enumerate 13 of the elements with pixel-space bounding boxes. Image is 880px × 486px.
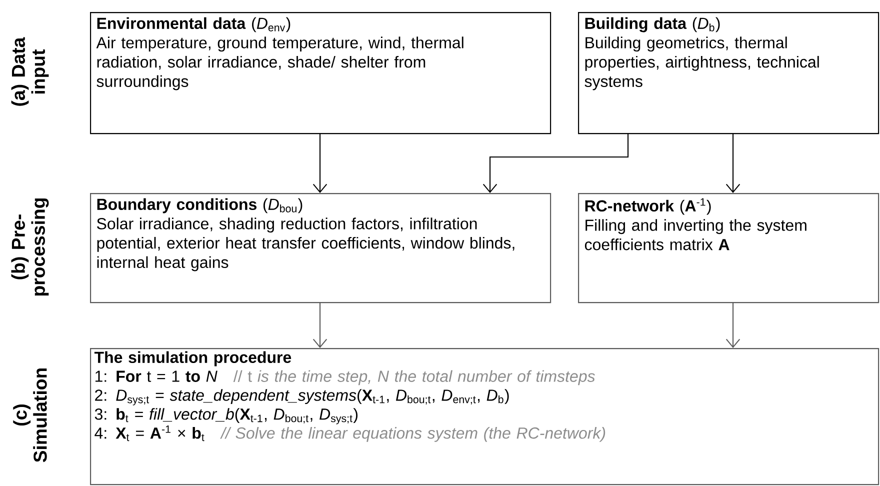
arrow [482, 133, 629, 193]
data-box: Environmental data (D$_{env}$) Air temperature, ground temperature, wind, thermal radiation, solar irradiance, shade/ shelter from surroundings [90, 12, 552, 134]
arrow [312, 302, 328, 348]
process-box: RC-network (A$^{-1}$) Filling and inverting the system coefficients matrix A [578, 193, 880, 304]
procedure-box: The simulation procedure 1: For t = 1 to N // t is the time step, N the total number of timsteps 2: D$_{sys;t}$ = state_dependent_systems(X$_{t-1}$, D$_{bou;t}$, D$_{env;t}$, D$_{b}$) 3: b$_{t}$ = fill_vector_b(X$_{t-1}$, D$_{bou;t}$, D$_{sys;t}$) 4: X$_{t}$ = A$^{-1}$ × b$_{t}$ // Solve the linear equations system (the RC-network) [90, 348, 880, 486]
arrow [312, 133, 328, 193]
arrow [726, 133, 740, 193]
section-label: (c) Simulation [13, 368, 47, 462]
process-box: Boundary conditions (D$_{bou}$) Solar irradiance, shading reduction factors, infiltration potential, exterior heat transfer coefficients, window blinds, internal heat gains [90, 193, 552, 304]
arrow [726, 302, 740, 348]
data-box: Building data (D$_{b}$) Building geometrics, thermal properties, airtightness, technical systems [578, 12, 880, 134]
section-label: (b) Pre-processing [11, 198, 49, 296]
section-label: (a) Data input [11, 37, 49, 106]
